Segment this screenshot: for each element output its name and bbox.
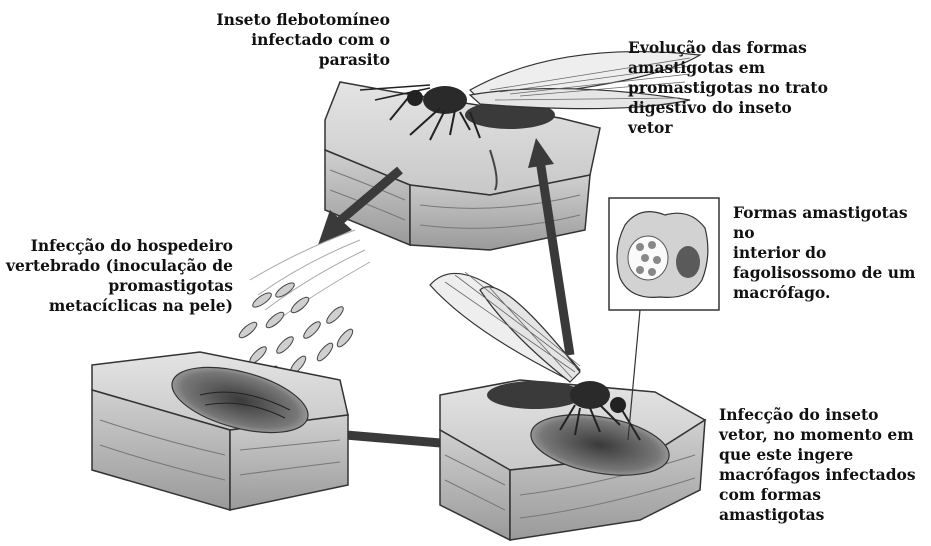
label-amastigote-evolution: Evolução das formas amastigotas em proma… — [628, 38, 848, 138]
label-amastigotes-in-macrophage: Formas amastigotas no interior do fagoli… — [733, 203, 931, 303]
label-infected-sandfly: Inseto flebotomíneo infectado com o para… — [195, 10, 390, 70]
bottom-right-skin-block — [440, 380, 705, 540]
label-vector-infection: Infecção do inseto vetor, no momento em … — [719, 405, 924, 525]
label-vertebrate-host-infection: Infecção do hospedeiro vertebrado (inocu… — [0, 236, 233, 316]
bottom-left-skin-block — [92, 352, 348, 510]
